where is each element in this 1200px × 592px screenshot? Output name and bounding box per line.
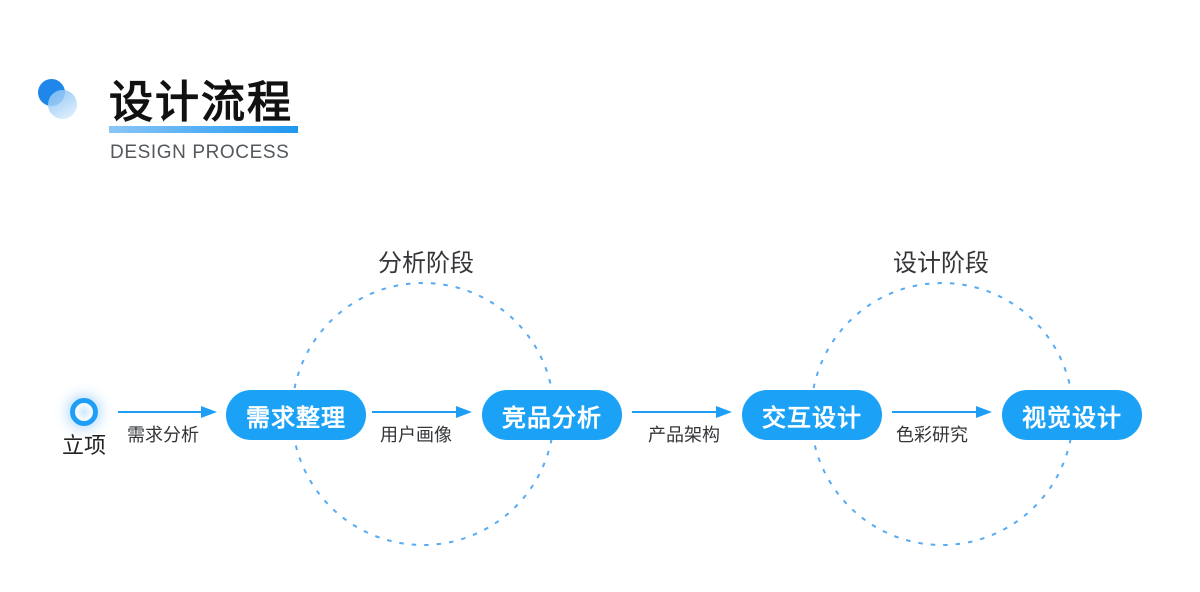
arrow-head-icon <box>456 406 472 418</box>
edge-label-user-persona: 用户画像 <box>380 425 452 445</box>
edge-label-requirement-analysis: 需求分析 <box>127 425 199 445</box>
edge-label-product-architecture: 产品架构 <box>648 425 720 445</box>
stage-pill-visual-design: 视觉设计 <box>1002 390 1142 440</box>
flow-arrow-2 <box>372 406 472 418</box>
arrow-head-icon <box>976 406 992 418</box>
flow-arrow-4 <box>892 406 992 418</box>
arrow-head-icon <box>201 406 217 418</box>
overlapping-circles-logo <box>36 77 84 125</box>
stage-pill-requirements-sorting: 需求整理 <box>226 390 366 440</box>
page-title: 设计流程 <box>109 78 293 127</box>
logo-light-circle <box>48 90 77 119</box>
start-node-label: 立项 <box>61 433 107 458</box>
title-underline <box>109 126 298 133</box>
stage-pill-competitor-analysis: 竞品分析 <box>482 390 622 440</box>
phase-label-design: 设计阶段 <box>893 250 989 277</box>
page-subtitle: DESIGN PROCESS <box>110 142 290 163</box>
flow-arrow-1 <box>118 406 217 418</box>
start-node-ring-icon <box>70 398 98 426</box>
flow-arrow-3 <box>632 406 732 418</box>
edge-label-color-research: 色彩研究 <box>896 425 968 445</box>
phase-label-analysis: 分析阶段 <box>378 250 474 277</box>
arrow-head-icon <box>716 406 732 418</box>
stage-pill-interaction-design: 交互设计 <box>742 390 882 440</box>
